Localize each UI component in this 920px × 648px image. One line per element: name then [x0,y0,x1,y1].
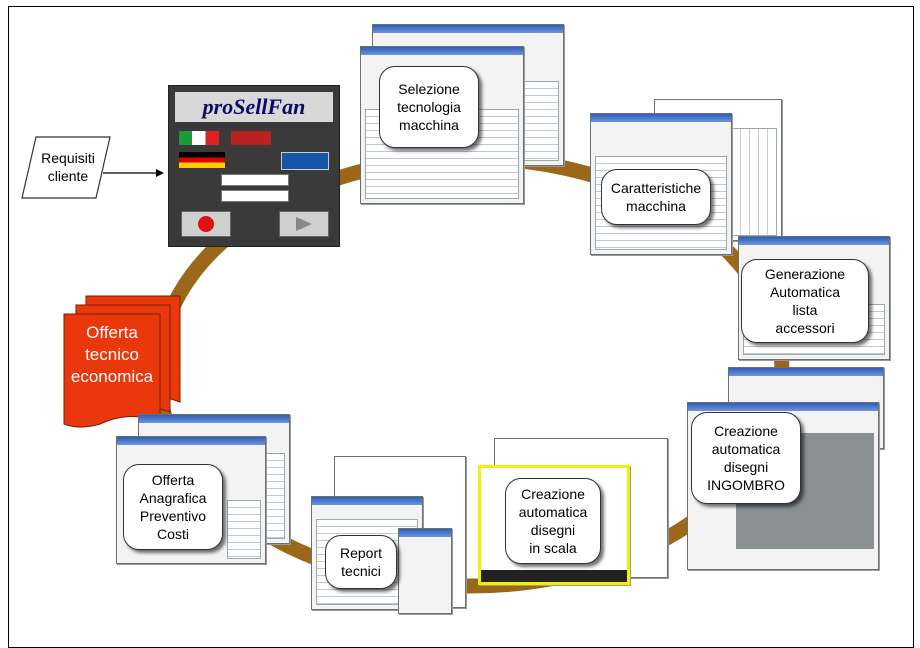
flag-sweden-icon [281,152,329,170]
offer-callout: Offerta Anagrafica Preventivo Costi [123,464,223,550]
flag-italy-icon [179,131,219,145]
app-title: proSellFan [175,92,333,122]
flag-germany-icon [179,152,225,168]
forward-button[interactable] [279,211,329,237]
input-label: Requisiti cliente [41,150,95,184]
report-window-front [398,528,452,614]
password-field[interactable] [221,190,289,202]
document-stack-icon [63,295,181,428]
cancel-icon [198,216,214,232]
reports-callout: Report tecnici [325,535,397,589]
flag-uk-icon [231,131,271,145]
accessories-callout: Generazione Automatica lista accessori [741,259,869,343]
offer-document-label: Offerta tecnico economica [70,323,154,386]
selection-callout: Selezione tecnologia macchina [379,66,479,148]
prosellfan-login-window: proSellFan [168,85,340,247]
scale-drawings-callout: Creazione automatica disegni in scala [505,478,601,564]
forward-icon [296,217,312,231]
arrow-icon [156,169,164,177]
overall-drawings-callout: Creazione automatica disegni INGOMBRO [691,412,801,504]
cancel-button[interactable] [181,211,231,237]
characteristics-callout: Caratteristiche macchina [601,169,711,225]
drawing-title-block [481,570,627,582]
input-parallelogram-icon [21,136,111,199]
username-field[interactable] [221,174,289,186]
